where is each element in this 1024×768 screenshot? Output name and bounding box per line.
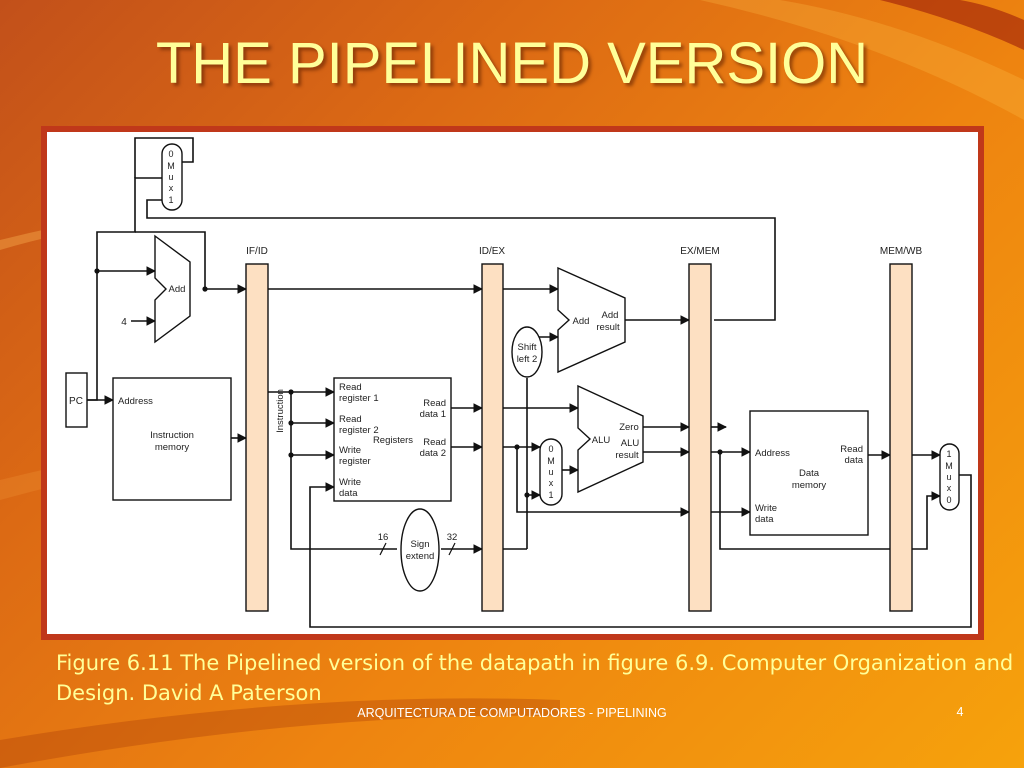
- svg-text:memory: memory: [155, 442, 190, 453]
- svg-text:data: data: [339, 488, 358, 499]
- svg-text:ALU: ALU: [621, 438, 640, 449]
- pipelined-datapath-diagram: IF/ID ID/EX EX/MEM MEM/WB Instruction PC…: [65, 137, 972, 628]
- svg-text:0: 0: [548, 444, 553, 454]
- svg-text:Add: Add: [169, 284, 186, 295]
- svg-text:ALU: ALU: [592, 435, 611, 446]
- figure-frame: IF/ID ID/EX EX/MEM MEM/WB Instruction PC…: [41, 126, 984, 640]
- idex-label: ID/EX: [479, 246, 505, 257]
- memwb-register: [889, 263, 913, 612]
- alu: ALU Zero ALU result: [577, 384, 644, 494]
- wires: [66, 137, 972, 628]
- footer-text: ARQUITECTURA DE COMPUTADORES - PIPELININ…: [357, 706, 667, 720]
- svg-text:0: 0: [168, 149, 173, 159]
- svg-text:Data: Data: [799, 468, 820, 479]
- pc-register: PC: [65, 372, 88, 428]
- svg-text:1: 1: [946, 449, 951, 459]
- pipeline-registers: IF/ID ID/EX EX/MEM MEM/WB Instruction: [245, 246, 923, 612]
- ifid-label: IF/ID: [246, 246, 268, 257]
- sign-extend: Sign extend 16 32: [378, 508, 458, 592]
- svg-text:result: result: [615, 450, 639, 461]
- svg-text:u: u: [946, 472, 951, 482]
- svg-text:memory: memory: [792, 480, 827, 491]
- branch-adder: Add Add result: [557, 266, 626, 374]
- svg-text:Read: Read: [339, 414, 362, 425]
- svg-text:data: data: [755, 514, 774, 525]
- idex-register: [481, 263, 504, 612]
- svg-text:Read: Read: [339, 382, 362, 393]
- svg-text:Shift: Shift: [517, 342, 536, 353]
- svg-text:Sign: Sign: [410, 539, 429, 550]
- svg-text:0: 0: [946, 495, 951, 505]
- wire-branch-target: [146, 199, 776, 321]
- alu-mux: 0 M u x 1: [539, 438, 563, 506]
- svg-text:Add: Add: [573, 316, 590, 327]
- svg-text:M: M: [547, 456, 555, 466]
- svg-text:16: 16: [378, 532, 389, 543]
- svg-text:data 1: data 1: [420, 409, 446, 420]
- svg-text:result: result: [596, 322, 620, 333]
- register-file: Read register 1 Read register 2 Write re…: [333, 377, 452, 502]
- svg-text:left 2: left 2: [517, 354, 538, 365]
- svg-text:u: u: [168, 172, 173, 182]
- datapath-figure: IF/ID ID/EX EX/MEM MEM/WB Instruction PC…: [47, 132, 978, 634]
- memwb-label: MEM/WB: [880, 246, 923, 257]
- data-memory: Address Read data Data memory Write data: [749, 410, 869, 536]
- junction-dots: [94, 268, 723, 498]
- instruction-memory: Address Instruction memory: [112, 377, 232, 501]
- svg-text:register: register: [339, 456, 371, 467]
- svg-text:Address: Address: [118, 396, 153, 407]
- svg-text:Read: Read: [840, 444, 863, 455]
- svg-text:Write: Write: [339, 445, 361, 456]
- svg-text:Instruction: Instruction: [150, 430, 194, 441]
- top-mux: 0 M u x 1: [161, 143, 183, 211]
- svg-text:1: 1: [168, 195, 173, 205]
- slide-title: THE PIPELINED VERSION: [155, 31, 869, 96]
- svg-text:Registers: Registers: [373, 435, 413, 446]
- const-four-label: 4: [121, 317, 127, 328]
- svg-text:Write: Write: [339, 477, 361, 488]
- svg-text:register 2: register 2: [339, 425, 379, 436]
- svg-text:extend: extend: [406, 551, 435, 562]
- svg-text:Zero: Zero: [619, 422, 639, 433]
- figure-caption: Figure 6.11 The Pipelined version of the…: [56, 651, 1014, 705]
- shift-left-2: Shift left 2: [511, 326, 543, 378]
- svg-text:x: x: [169, 183, 174, 193]
- instruction-bus-label: Instruction: [275, 389, 286, 433]
- svg-text:Read: Read: [423, 398, 446, 409]
- svg-text:M: M: [167, 161, 175, 171]
- svg-text:data: data: [845, 455, 864, 466]
- svg-text:Write: Write: [755, 503, 777, 514]
- pc-adder: Add: [154, 234, 191, 344]
- pc-label: PC: [69, 396, 83, 407]
- svg-text:u: u: [548, 467, 553, 477]
- svg-text:Read: Read: [423, 437, 446, 448]
- wire-writeback: [309, 474, 972, 628]
- exmem-register: [688, 263, 712, 612]
- svg-text:Address: Address: [755, 448, 790, 459]
- ifid-register: [245, 263, 269, 612]
- slide-number: 4: [956, 705, 964, 719]
- svg-text:M: M: [945, 461, 953, 471]
- svg-text:x: x: [549, 478, 554, 488]
- svg-text:Add: Add: [602, 310, 619, 321]
- svg-text:data 2: data 2: [420, 448, 446, 459]
- exmem-label: EX/MEM: [680, 246, 719, 257]
- svg-text:register 1: register 1: [339, 393, 379, 404]
- svg-text:32: 32: [447, 532, 458, 543]
- writeback-mux: 1 M u x 0: [939, 443, 960, 511]
- svg-text:x: x: [947, 483, 952, 493]
- svg-text:1: 1: [548, 490, 553, 500]
